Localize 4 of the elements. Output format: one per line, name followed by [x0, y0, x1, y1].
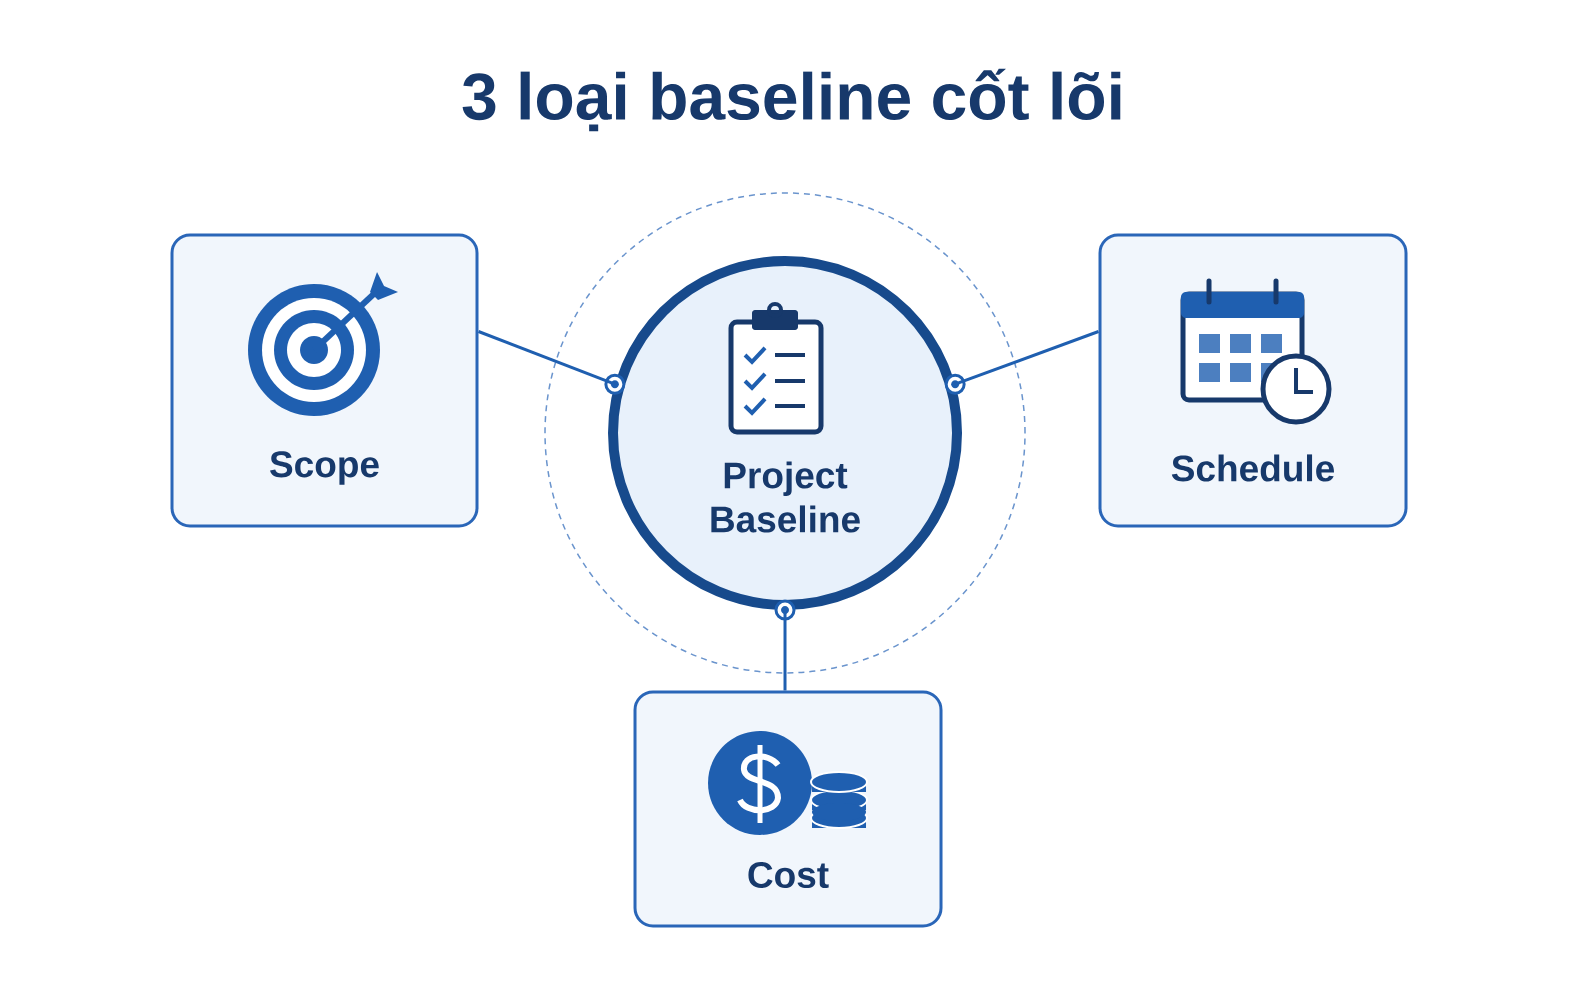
connector — [477, 330, 616, 386]
connector — [954, 330, 1100, 386]
connector — [783, 610, 787, 691]
title: 3 loại baseline cốt lõi — [462, 68, 1121, 132]
